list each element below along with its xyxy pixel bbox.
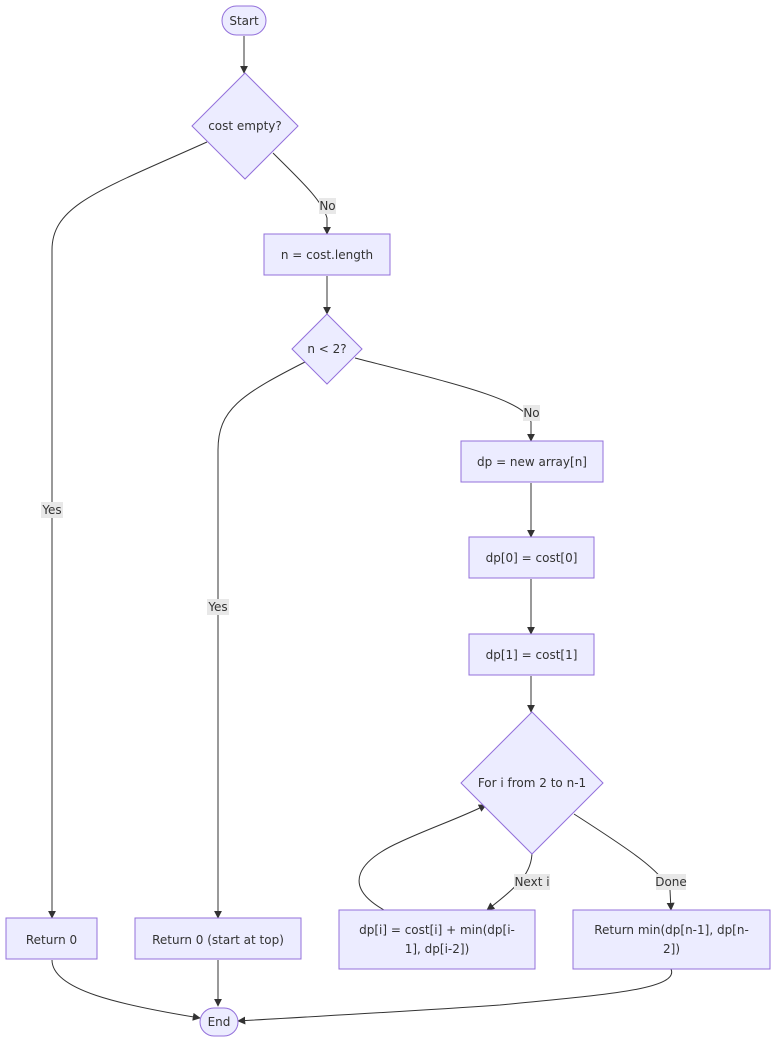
svg-text:1], dp[i-2]): 1], dp[i-2]) bbox=[405, 942, 470, 956]
n-lt-2-decision[interactable]: n < 2? bbox=[291, 313, 363, 385]
svg-text:dp = new array[n]: dp = new array[n] bbox=[477, 455, 587, 469]
edge-cost-empty-no bbox=[272, 152, 331, 235]
edge-label-cost-empty-yes: Yes bbox=[41, 502, 63, 518]
edge-cost-empty-yes bbox=[48, 141, 208, 919]
edge-label-n-lt-2-no: No bbox=[523, 405, 540, 421]
svg-text:No: No bbox=[523, 406, 539, 420]
svg-text:Return min(dp[n-1], dp[n-: Return min(dp[n-1], dp[n- bbox=[594, 923, 749, 937]
edge-label-cost-empty-no: No bbox=[319, 198, 336, 214]
edge-return-min-to-end bbox=[237, 968, 673, 1025]
svg-text:Done: Done bbox=[655, 875, 687, 889]
svg-text:Next i: Next i bbox=[514, 875, 549, 889]
svg-text:Return 0 (start at top): Return 0 (start at top) bbox=[152, 933, 284, 947]
edge-n-lt-2-yes bbox=[214, 361, 306, 919]
edge-label-loop-done: Done bbox=[655, 874, 687, 890]
edge-for-loop-done bbox=[573, 813, 675, 911]
nodes: Start cost empty? n = cost.length n < 2?… bbox=[5, 5, 771, 1037]
cost-empty-decision[interactable]: cost empty? bbox=[191, 72, 299, 180]
svg-text:n < 2?: n < 2? bbox=[307, 342, 346, 356]
svg-text:Yes: Yes bbox=[207, 600, 227, 614]
n-assign-node[interactable]: n = cost.length bbox=[263, 233, 391, 276]
svg-text:dp[1] = cost[1]: dp[1] = cost[1] bbox=[486, 648, 578, 662]
svg-text:Start: Start bbox=[229, 14, 259, 28]
svg-text:dp[0] = cost[0]: dp[0] = cost[0] bbox=[486, 551, 578, 565]
svg-text:End: End bbox=[208, 1015, 231, 1029]
svg-text:dp[i] = cost[i] + min(dp[i-: dp[i] = cost[i] + min(dp[i- bbox=[359, 923, 515, 937]
svg-text:Yes: Yes bbox=[41, 503, 61, 517]
edge-dp-i-back-to-for-loop bbox=[358, 804, 487, 911]
edge-label-loop-next-i: Next i bbox=[514, 874, 550, 890]
dp-i-node[interactable]: dp[i] = cost[i] + min(dp[i- 1], dp[i-2]) bbox=[338, 909, 536, 970]
return-0-node[interactable]: Return 0 bbox=[5, 917, 98, 960]
edges bbox=[48, 36, 675, 1025]
edge-n-lt-2-no bbox=[354, 357, 535, 442]
edge-return-0-to-end bbox=[51, 959, 201, 1021]
svg-text:For i from 2 to n-1: For i from 2 to n-1 bbox=[478, 776, 586, 790]
dp-new-node[interactable]: dp = new array[n] bbox=[460, 440, 604, 483]
svg-text:n = cost.length: n = cost.length bbox=[281, 248, 373, 262]
return-min-node[interactable]: Return min(dp[n-1], dp[n- 2]) bbox=[572, 909, 771, 970]
svg-text:Return 0: Return 0 bbox=[26, 933, 77, 947]
svg-text:cost empty?: cost empty? bbox=[208, 119, 282, 133]
return-0-top-node[interactable]: Return 0 (start at top) bbox=[134, 917, 302, 960]
svg-text:No: No bbox=[319, 199, 335, 213]
svg-text:2]): 2]) bbox=[663, 942, 680, 956]
end-node[interactable]: End bbox=[199, 1007, 239, 1037]
for-loop-decision[interactable]: For i from 2 to n-1 bbox=[460, 711, 604, 855]
dp1-node[interactable]: dp[1] = cost[1] bbox=[468, 633, 595, 676]
edge-labels: No Yes No Yes Next i Done bbox=[41, 198, 687, 890]
start-node[interactable]: Start bbox=[221, 5, 267, 36]
dp0-node[interactable]: dp[0] = cost[0] bbox=[468, 536, 595, 579]
edge-label-n-lt-2-yes: Yes bbox=[207, 599, 229, 615]
